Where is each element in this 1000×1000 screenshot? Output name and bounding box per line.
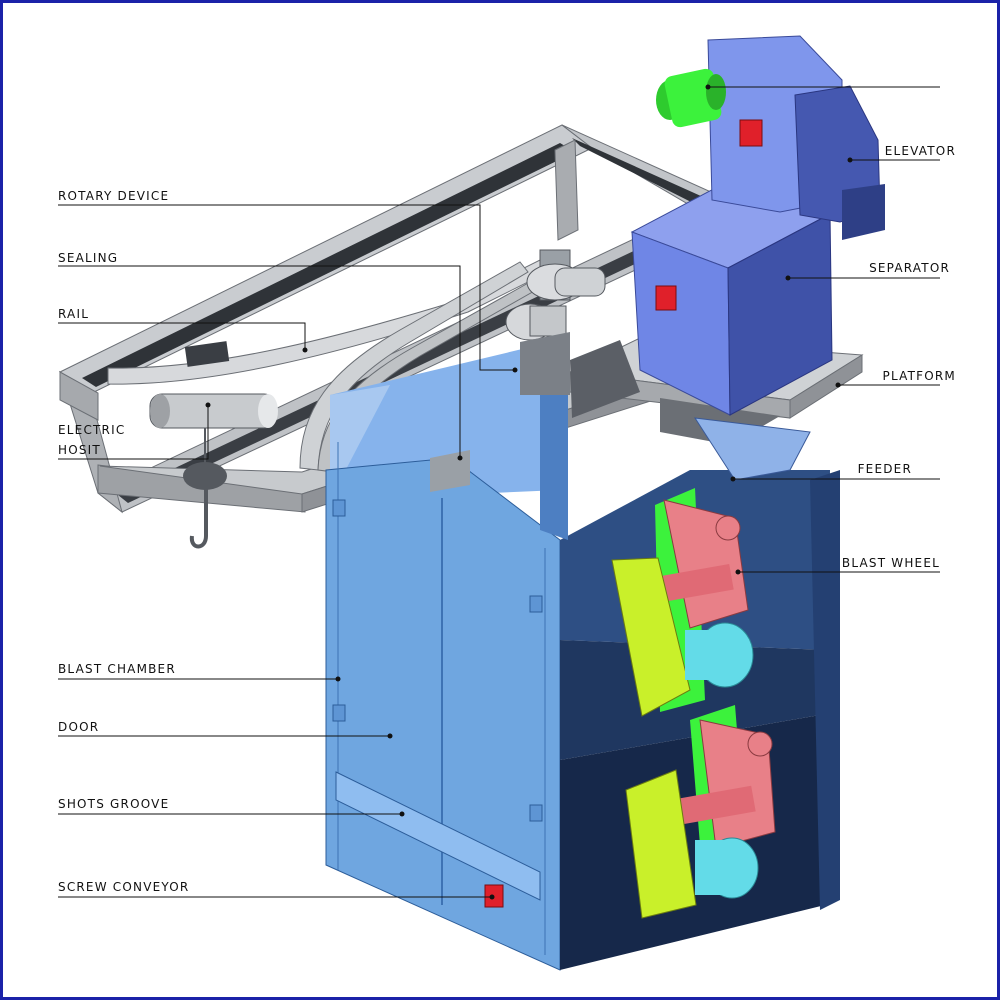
label-elevator: ELEVATOR: [885, 144, 956, 158]
blast-wheel-upper: [611, 488, 754, 717]
label-door: DOOR: [58, 720, 99, 734]
label-sealing: SEALING: [58, 251, 118, 265]
label-blast-chamber: BLAST CHAMBER: [58, 662, 176, 676]
blast-wheel-lower: [625, 705, 776, 919]
leader-rotary-device: [58, 204, 515, 371]
label-electric: ELECTRIC: [58, 423, 125, 437]
electric-hoist: [149, 393, 278, 549]
separator: [630, 174, 833, 416]
label-rail: RAIL: [58, 307, 89, 321]
feeder-hopper: [694, 417, 811, 481]
leader-electric-hosit: [58, 405, 209, 460]
rotary-device: [505, 249, 640, 418]
label-separator: SEPARATOR: [869, 261, 950, 275]
label-screw-conveyor: SCREW CONVEYOR: [58, 880, 189, 894]
label-platform: PLATFORM: [883, 369, 956, 383]
elevator: [656, 35, 885, 240]
leader-rail: [58, 322, 306, 350]
label-shots-groove: SHOTS GROOVE: [58, 797, 169, 811]
label-feeder: FEEDER: [858, 462, 912, 476]
label-rotary-device: ROTARY DEVICE: [58, 189, 169, 203]
label-hosit: HOSIT: [58, 443, 101, 457]
leader-sealing: [58, 265, 461, 458]
label-blast-wheel: BLAST WHEEL: [842, 556, 940, 570]
